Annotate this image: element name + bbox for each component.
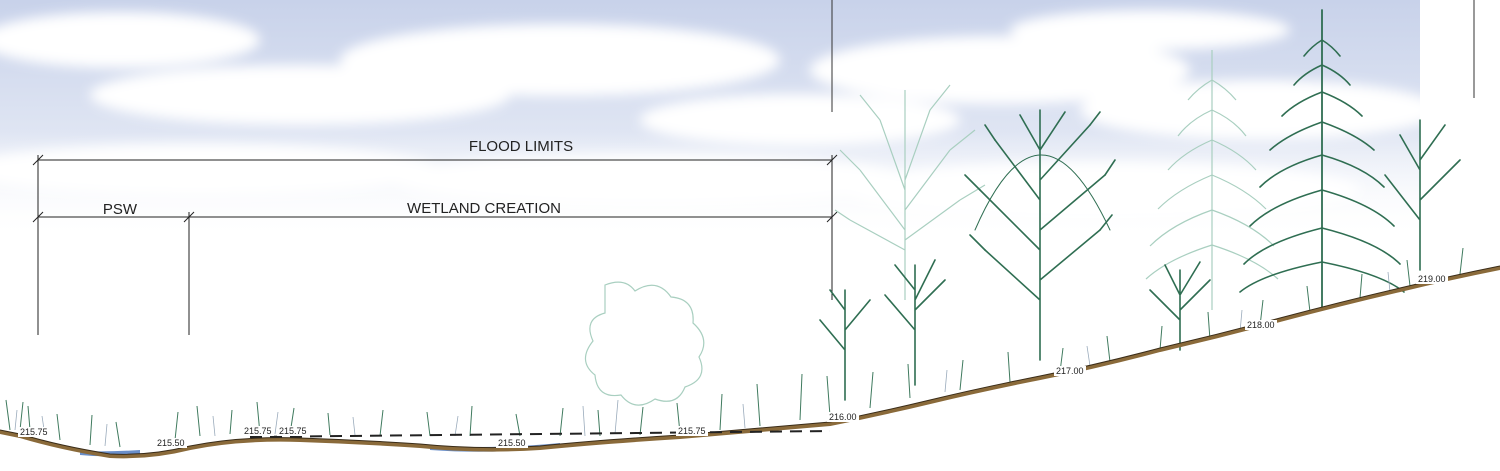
elevation-labels: 215.75 215.50 215.75 215.75 215.50 215.7… bbox=[18, 274, 1448, 448]
svg-text:215.75: 215.75 bbox=[279, 426, 307, 436]
elevation-label: 216.00 bbox=[827, 412, 859, 422]
elevation-label: 215.75 bbox=[676, 426, 708, 436]
grass-reeds bbox=[5, 247, 1464, 448]
svg-text:215.50: 215.50 bbox=[498, 438, 526, 448]
svg-text:215.50: 215.50 bbox=[157, 438, 185, 448]
elevation-label: 215.75 bbox=[277, 426, 309, 436]
flood-limits-label: FLOOD LIMITS bbox=[469, 138, 573, 155]
elevation-label: 218.00 bbox=[1245, 320, 1277, 330]
svg-text:217.00: 217.00 bbox=[1056, 366, 1084, 376]
grass-reeds-faded bbox=[14, 271, 1391, 447]
water-level-line bbox=[249, 430, 831, 438]
svg-text:219.00: 219.00 bbox=[1418, 274, 1446, 284]
svg-text:216.00: 216.00 bbox=[829, 412, 857, 422]
wetland-creation-label: WETLAND CREATION bbox=[407, 200, 561, 217]
elevation-label: 219.00 bbox=[1416, 274, 1448, 284]
foreground-trees bbox=[819, 9, 1461, 401]
extension-lines bbox=[37, 155, 833, 335]
elevation-label: 217.00 bbox=[1054, 366, 1086, 376]
elevation-label: 215.50 bbox=[155, 438, 187, 448]
psw-label: PSW bbox=[103, 201, 138, 218]
svg-text:215.75: 215.75 bbox=[678, 426, 706, 436]
svg-text:215.75: 215.75 bbox=[244, 426, 272, 436]
svg-text:215.75: 215.75 bbox=[20, 427, 48, 437]
elevation-label: 215.75 bbox=[242, 426, 274, 436]
elevation-label: 215.50 bbox=[496, 438, 528, 448]
elevation-label: 215.75 bbox=[18, 427, 50, 437]
background-trees bbox=[584, 50, 1279, 406]
svg-text:218.00: 218.00 bbox=[1247, 320, 1275, 330]
